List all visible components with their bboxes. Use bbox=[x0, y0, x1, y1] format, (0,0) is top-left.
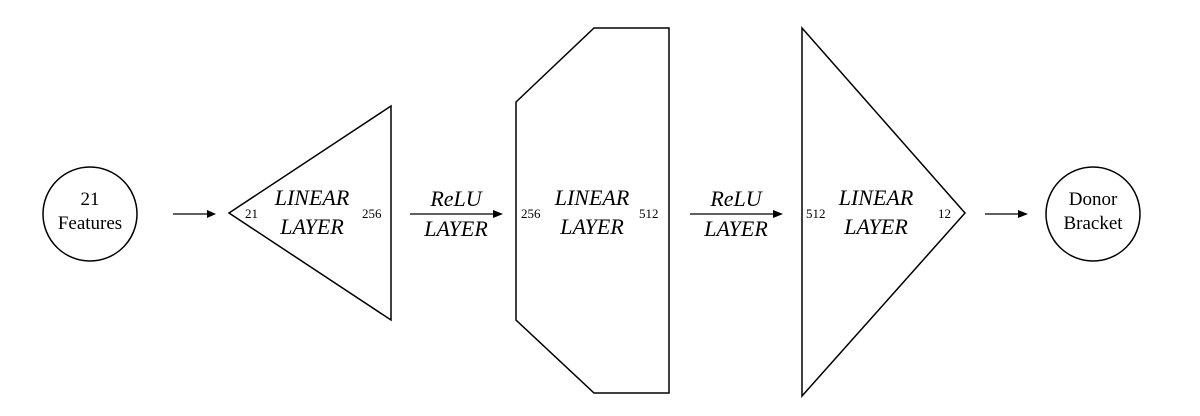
linear-layer-3: LINEAR LAYER 512 12 bbox=[801, 26, 967, 398]
linear-layer-1-label-line2: LAYER bbox=[279, 214, 344, 239]
linear-layer-2: LINEAR LAYER 256 512 bbox=[515, 27, 670, 394]
output-node-line1: Donor bbox=[1069, 189, 1118, 210]
output-node-circle bbox=[1045, 166, 1141, 262]
linear-layer-2-label-line2: LAYER bbox=[559, 214, 624, 239]
linear-layer-1-shape bbox=[227, 104, 392, 322]
linear-layer-1-in-dim: 21 bbox=[245, 206, 258, 221]
linear-layer-2-in-dim: 256 bbox=[521, 206, 541, 221]
input-node-line1: 21 bbox=[81, 189, 100, 210]
linear-layer-3-out-dim: 12 bbox=[938, 206, 951, 221]
arrow-input-to-layer1 bbox=[173, 210, 216, 218]
relu-layer-1-line2: LAYER bbox=[423, 216, 488, 241]
linear-layer-3-in-dim: 512 bbox=[806, 206, 826, 221]
relu-layer-1-line1: ReLU bbox=[429, 186, 483, 211]
arrow-layer3-to-output bbox=[985, 210, 1028, 218]
linear-layer-1: LINEAR LAYER 21 256 bbox=[227, 104, 392, 322]
input-node-line2: Features bbox=[58, 213, 122, 234]
input-node: 21 Features bbox=[42, 166, 138, 262]
output-node: Donor Bracket bbox=[1045, 166, 1141, 262]
input-node-circle bbox=[42, 166, 138, 262]
relu-layer-2-line2: LAYER bbox=[703, 216, 768, 241]
linear-layer-2-shape bbox=[515, 27, 670, 394]
relu-layer-1: ReLU LAYER bbox=[410, 186, 503, 241]
relu-layer-2-line1: ReLU bbox=[709, 186, 763, 211]
linear-layer-3-label-line1: LINEAR bbox=[838, 185, 914, 210]
linear-layer-1-label-line1: LINEAR bbox=[274, 185, 350, 210]
linear-layer-2-out-dim: 512 bbox=[639, 206, 659, 221]
linear-layer-1-out-dim: 256 bbox=[362, 206, 382, 221]
output-node-line2: Bracket bbox=[1063, 213, 1123, 234]
relu-layer-2: ReLU LAYER bbox=[690, 186, 783, 241]
linear-layer-3-shape bbox=[801, 26, 967, 398]
linear-layer-3-label-line2: LAYER bbox=[843, 214, 908, 239]
linear-layer-2-label-line1: LINEAR bbox=[554, 185, 630, 210]
